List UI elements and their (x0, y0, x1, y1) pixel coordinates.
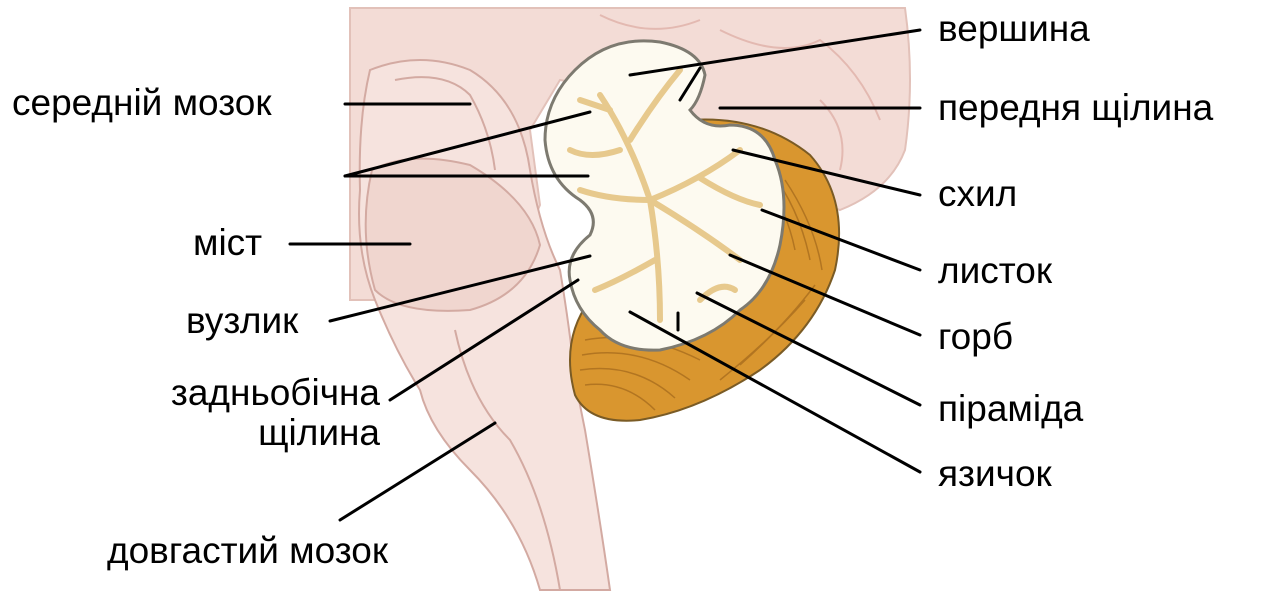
label-pyramid: піраміда (938, 390, 1083, 427)
label-declive: схил (938, 175, 1017, 212)
label-folium: листок (938, 252, 1052, 289)
label-uvula: язичок (938, 455, 1052, 492)
label-nodule: вузлик (186, 302, 298, 339)
label-posterolateral-fissure-1: задньобічна (128, 374, 380, 411)
label-midbrain: середній мозок (12, 84, 272, 121)
label-medulla: довгастий мозок (107, 532, 388, 569)
label-posterolateral-fissure-2: щілина (128, 414, 380, 451)
label-primary-fissure: передня щілина (938, 89, 1213, 126)
label-culmen: вершина (938, 10, 1090, 47)
label-tuber: горб (938, 318, 1013, 355)
label-pons: міст (193, 224, 262, 261)
